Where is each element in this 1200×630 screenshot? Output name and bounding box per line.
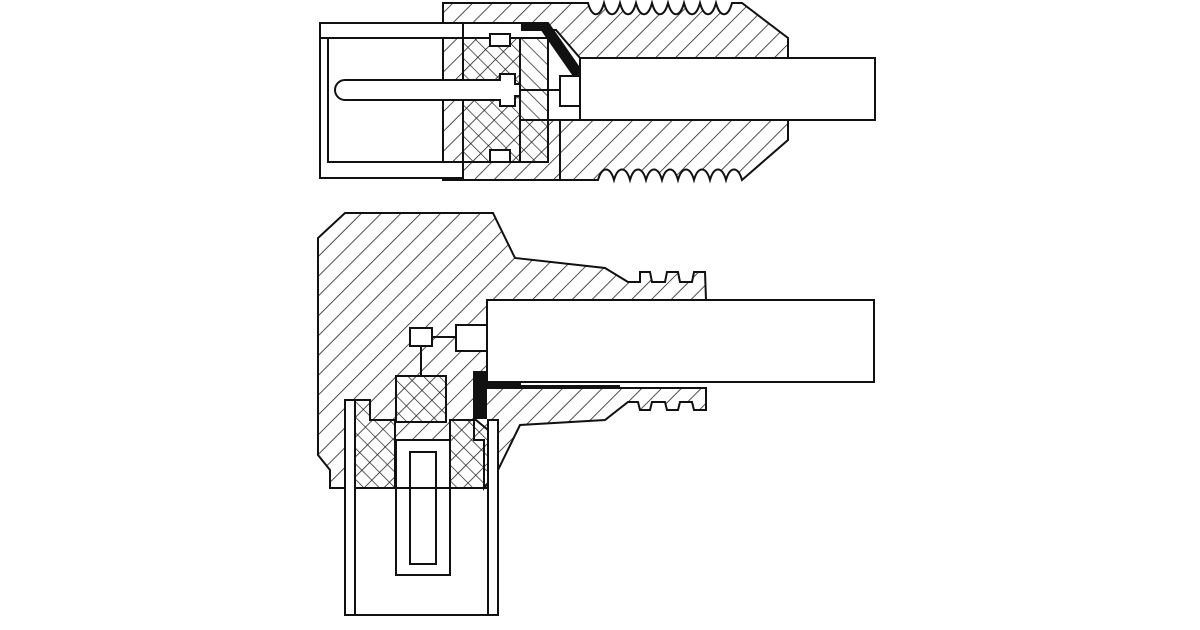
angle-cable [486,299,875,383]
angle-body-lower [473,387,707,491]
angle-socket-sleeve [344,399,356,616]
straight-seal [521,22,584,78]
angle-top-pin [409,327,433,347]
angle-socket-insulator-right [449,419,489,489]
straight-contact-notch-bottom [489,149,511,163]
straight-pin-crimp [559,75,581,107]
angle-wire-crimp [455,324,488,352]
angle-center-contact-inner [409,451,437,565]
straight-contact-notch-top [489,33,511,47]
angle-contact-block [395,375,447,423]
angle-socket-sleeve-right [487,419,499,616]
straight-outer-sleeve [319,22,464,179]
straight-body-housing [442,0,789,181]
straight-connector-view [319,0,876,184]
straight-body-lower [559,119,789,184]
straight-cable [579,57,876,121]
straight-center-pin [334,73,521,107]
right-angle-connector-view [317,212,875,616]
